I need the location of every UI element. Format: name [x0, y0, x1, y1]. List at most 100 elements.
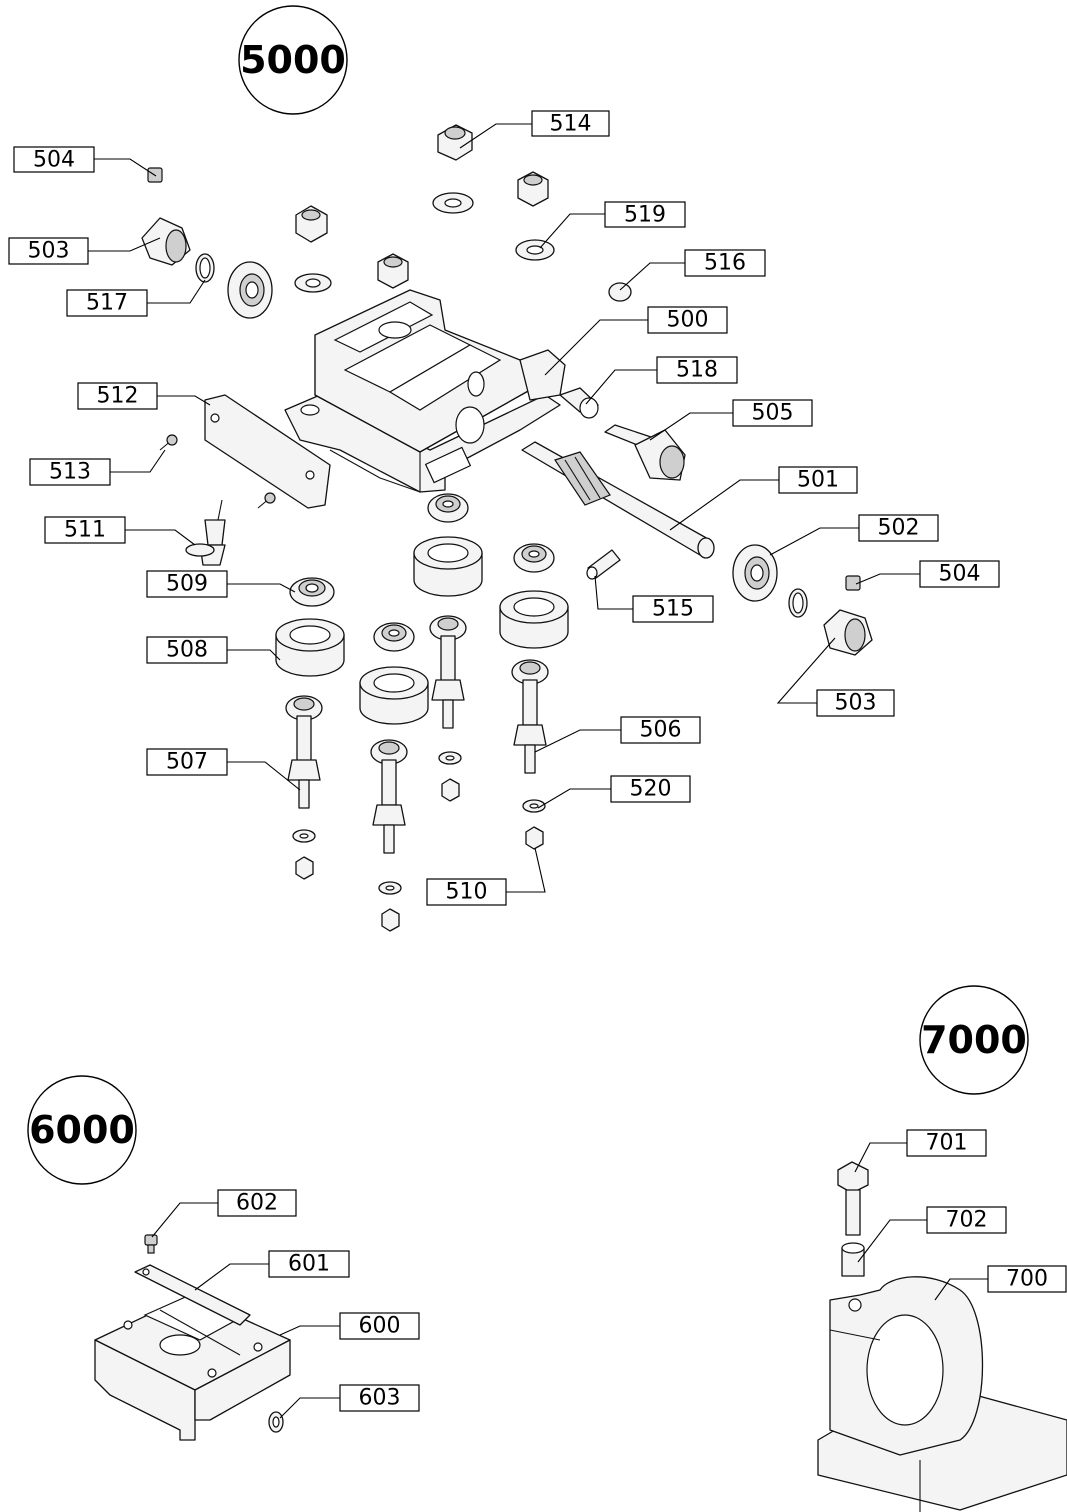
- nut-top-3: [295, 205, 328, 243]
- callout-506: 506: [620, 716, 701, 744]
- svg-text:518: 518: [676, 358, 718, 383]
- assembly-label-6000: 6000: [29, 1108, 135, 1152]
- sleeve-518: [559, 387, 599, 419]
- top-nuts: [294, 124, 555, 293]
- adjuster-503-left: [141, 217, 191, 266]
- callout-700: 700: [987, 1265, 1067, 1293]
- svg-text:603: 603: [359, 1386, 401, 1411]
- svg-text:505: 505: [752, 401, 794, 426]
- bearing-509: [289, 577, 335, 607]
- bearing-left: [227, 261, 273, 319]
- cap-516: [608, 282, 632, 302]
- bolt-701: [837, 1161, 869, 1236]
- callout-519: 519: [604, 201, 686, 228]
- shaft-mid-col: [370, 739, 408, 854]
- bushing-508: [275, 618, 345, 677]
- callout-500: 500: [647, 306, 728, 334]
- assembly-label-5000: 5000: [240, 38, 346, 82]
- callout-503-left: 503: [8, 237, 89, 265]
- callout-508: 508: [146, 636, 228, 664]
- sleeve-702: [841, 1242, 865, 1277]
- bushing-mid: [359, 666, 429, 725]
- base-block-600: [94, 1294, 291, 1441]
- callout-511: 511: [44, 516, 126, 544]
- svg-text:509: 509: [166, 572, 208, 597]
- svg-text:512: 512: [97, 384, 139, 409]
- screw-513: [159, 434, 178, 451]
- svg-text:506: 506: [640, 718, 682, 743]
- svg-text:516: 516: [704, 251, 746, 276]
- washer-519: [515, 239, 555, 261]
- callout-520: 520: [610, 775, 691, 803]
- svg-text:511: 511: [64, 518, 106, 543]
- bearing-mid-col: [373, 622, 415, 652]
- shaft-507: [285, 695, 323, 809]
- callouts: 514 504 519 503 516 517 500 518 512 505 …: [8, 110, 1067, 1412]
- plunger-511: [185, 499, 226, 566]
- nut-center: [441, 778, 460, 802]
- shaft-505: [604, 424, 686, 481]
- callout-502: 502: [858, 514, 939, 542]
- svg-text:503: 503: [28, 239, 70, 264]
- nut-top-2: [517, 171, 549, 207]
- callout-512: 512: [77, 382, 158, 410]
- callout-518: 518: [656, 356, 738, 384]
- pin-515: [586, 549, 621, 580]
- nut-510: [525, 826, 544, 850]
- svg-text:602: 602: [236, 1191, 278, 1216]
- callout-509: 509: [146, 570, 228, 598]
- set-screw-504-right: [845, 575, 861, 591]
- svg-text:500: 500: [667, 308, 709, 333]
- svg-text:601: 601: [288, 1252, 330, 1277]
- callout-514: 514: [531, 110, 610, 137]
- assembly-badge-7000: 7000: [919, 985, 1029, 1095]
- svg-text:507: 507: [166, 750, 208, 775]
- svg-text:504: 504: [939, 562, 981, 587]
- callout-701: 701: [906, 1129, 987, 1157]
- callout-501: 501: [778, 466, 858, 494]
- svg-text:502: 502: [878, 516, 920, 541]
- svg-text:503: 503: [835, 691, 877, 716]
- svg-text:517: 517: [86, 291, 128, 316]
- bearing-center-top: [427, 493, 469, 523]
- svg-text:700: 700: [1006, 1267, 1048, 1292]
- svg-text:520: 520: [630, 777, 672, 802]
- assembly-6000-parts: [94, 1234, 291, 1441]
- nut-514: [437, 124, 473, 161]
- callout-516: 516: [684, 249, 766, 277]
- nut-507: [295, 856, 314, 880]
- bearing-502: [732, 544, 778, 602]
- washer-603: [268, 1411, 284, 1433]
- svg-text:701: 701: [926, 1131, 968, 1156]
- bushing-right: [499, 590, 569, 649]
- svg-text:514: 514: [550, 112, 592, 137]
- leader-lines: [88, 123, 988, 1419]
- callout-601: 601: [268, 1250, 350, 1278]
- assembly-badge-5000: 5000: [238, 5, 348, 115]
- callout-602: 602: [217, 1189, 297, 1217]
- screw-plate-2: [257, 492, 276, 509]
- bracket-700: [817, 1276, 1067, 1512]
- svg-text:513: 513: [49, 460, 91, 485]
- callout-513: 513: [29, 458, 111, 486]
- left-side-parts: [141, 167, 273, 319]
- bushing-center: [413, 536, 483, 597]
- svg-text:519: 519: [624, 203, 666, 228]
- assembly-7000-parts: [817, 1161, 1067, 1512]
- svg-text:504: 504: [33, 148, 75, 173]
- nut-mid: [381, 908, 400, 932]
- assembly-badge-6000: 6000: [27, 1075, 137, 1185]
- callout-600: 600: [339, 1312, 420, 1340]
- callout-503-right: 503: [816, 689, 895, 717]
- key-601: [134, 1264, 251, 1326]
- callout-507: 507: [146, 748, 228, 776]
- callout-517: 517: [66, 289, 148, 317]
- callout-603: 603: [339, 1384, 420, 1412]
- callout-504-left: 504: [13, 146, 95, 173]
- callout-702: 702: [926, 1206, 1007, 1234]
- assembly-5000-parts: [141, 124, 873, 932]
- worm-shaft-501: [521, 441, 715, 559]
- shaft-center-col: [429, 615, 467, 729]
- callout-505: 505: [732, 399, 813, 427]
